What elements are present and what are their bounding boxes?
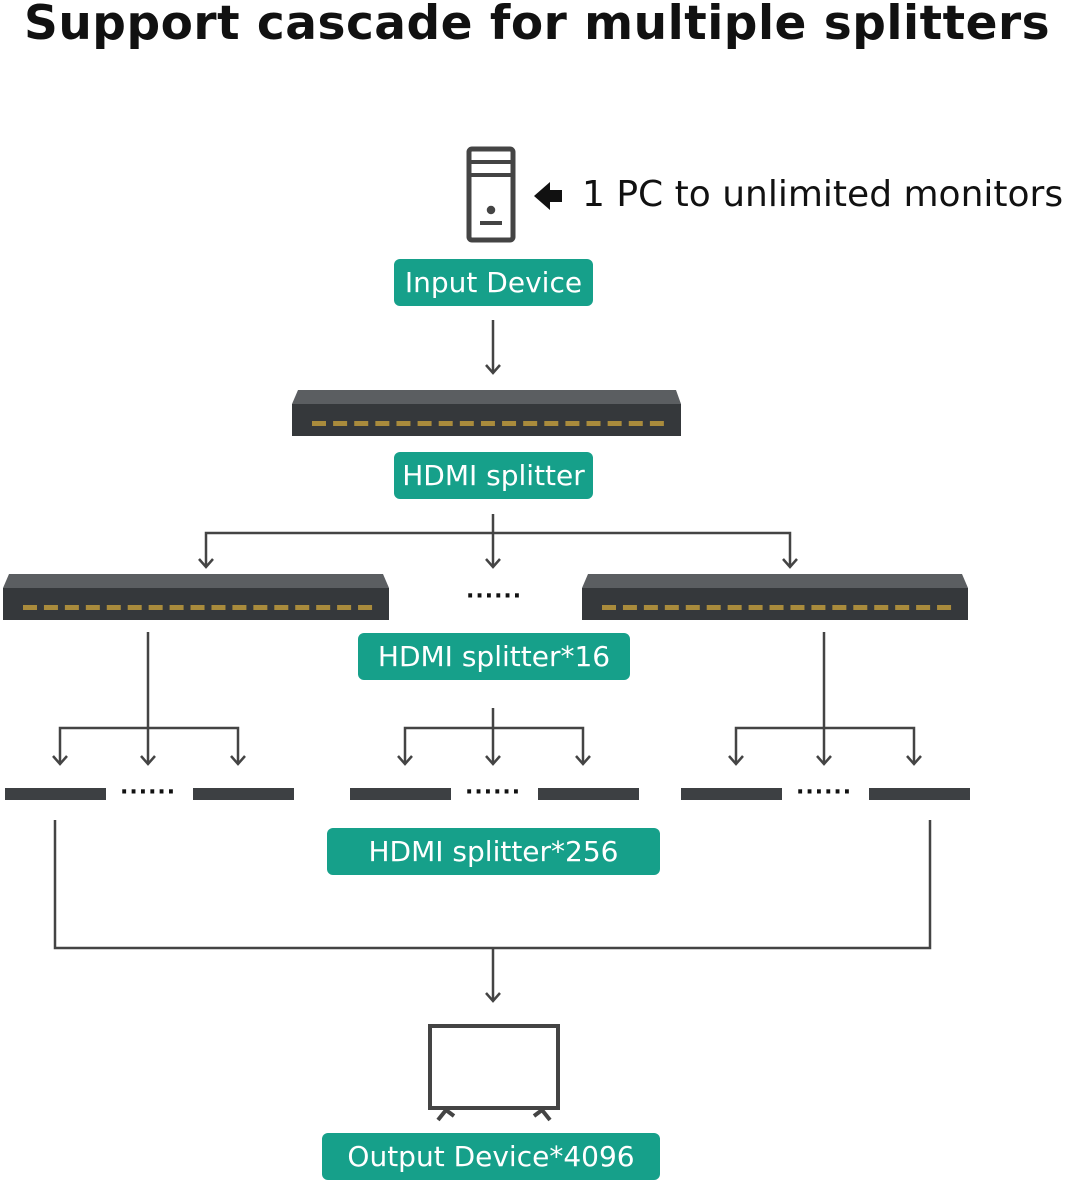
hdmi-port (85, 605, 100, 610)
hdmi-splitter-label: HDMI splitter (394, 452, 593, 499)
hdmi-port (727, 605, 742, 610)
splitter-device-left (3, 574, 389, 620)
hdmi-port (853, 605, 868, 610)
small-splitter (193, 788, 294, 800)
hdmi-port (396, 421, 411, 426)
small-splitter (538, 788, 639, 800)
hdmi-port (459, 421, 474, 426)
hdmi-port (937, 605, 952, 610)
hdmi-port (274, 605, 289, 610)
hdmi-port (602, 605, 616, 610)
splitter-device-right (582, 574, 968, 620)
hdmi-port (64, 605, 79, 610)
hdmi-port (417, 421, 432, 426)
small-splitter (681, 788, 782, 800)
small-splitter (5, 788, 106, 800)
hdmi-port (706, 605, 721, 610)
hdmi-port (358, 605, 373, 610)
input-device-label: Input Device (394, 259, 593, 306)
hdmi-port (628, 421, 643, 426)
hdmi-port (832, 605, 847, 610)
hdmi-port (127, 605, 142, 610)
ellipsis: ······ (466, 584, 523, 609)
hdmi-port (23, 605, 37, 610)
hdmi-port (232, 605, 247, 610)
hdmi-port (169, 605, 184, 610)
hdmi-port (544, 421, 559, 426)
hdmi-port (790, 605, 805, 610)
hdmi-port (312, 421, 326, 426)
hdmi-splitter-256-label: HDMI splitter*256 (327, 828, 660, 875)
hdmi-port (769, 605, 784, 610)
pc-tower-icon (466, 146, 516, 243)
hdmi-port (211, 605, 226, 610)
hdmi-port (895, 605, 910, 610)
hdmi-port (337, 605, 352, 610)
tv-monitor-icon (428, 1024, 560, 1122)
hdmi-port (354, 421, 369, 426)
hdmi-port (649, 421, 664, 426)
hdmi-port (333, 421, 348, 426)
hdmi-port (480, 421, 495, 426)
hdmi-port (43, 605, 58, 610)
note-text: 1 PC to unlimited monitors (582, 174, 1064, 215)
hdmi-port (811, 605, 826, 610)
hdmi-port (685, 605, 700, 610)
ellipsis: ······ (796, 780, 853, 805)
small-splitter (350, 788, 451, 800)
hdmi-port (643, 605, 658, 610)
hdmi-port (523, 421, 538, 426)
hdmi-port (916, 605, 931, 610)
ellipsis: ······ (465, 780, 522, 805)
hdmi-port (106, 605, 121, 610)
hdmi-port (295, 605, 310, 610)
hdmi-port (565, 421, 580, 426)
splitter-device-main (292, 390, 681, 436)
small-splitter (869, 788, 970, 800)
ellipsis: ······ (120, 780, 177, 805)
arrow-left-icon (534, 182, 562, 210)
hdmi-port (502, 421, 517, 426)
hdmi-port (375, 421, 390, 426)
hdmi-port (748, 605, 763, 610)
hdmi-port (253, 605, 268, 610)
hdmi-port (148, 605, 163, 610)
hdmi-port (316, 605, 331, 610)
hdmi-port (607, 421, 622, 426)
hdmi-port (622, 605, 637, 610)
hdmi-port (874, 605, 889, 610)
page-title: Support cascade for multiple splitters (24, 0, 1051, 51)
output-device-label: Output Device*4096 (322, 1133, 660, 1180)
hdmi-port (438, 421, 453, 426)
hdmi-port (586, 421, 601, 426)
small-splitters (5, 788, 970, 800)
hdmi-port (664, 605, 679, 610)
hdmi-splitter-16-label: HDMI splitter*16 (358, 633, 630, 680)
hdmi-port (190, 605, 205, 610)
